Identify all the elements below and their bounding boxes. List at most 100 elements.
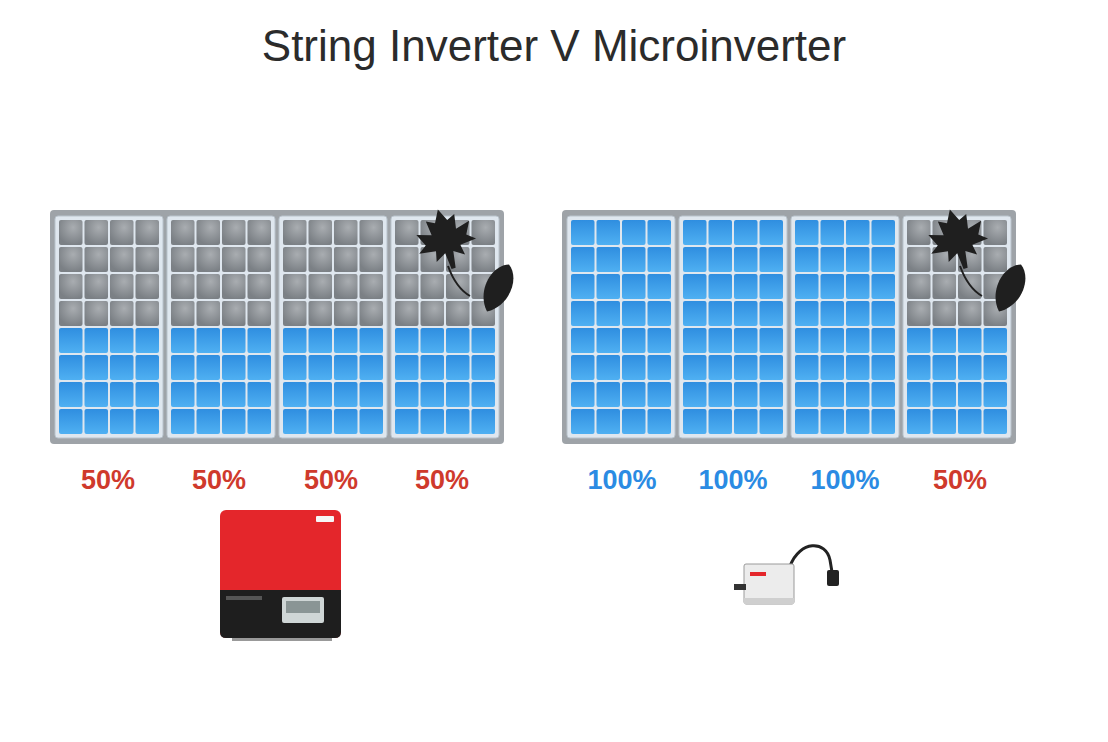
solar-cell [846,355,870,380]
solar-cell [683,355,707,380]
solar-cell [334,382,358,407]
solar-cell [907,220,931,245]
solar-cell [248,409,272,434]
solar-cell [984,328,1008,353]
solar-cell [395,301,419,326]
solar-cell [597,274,621,299]
solar-cell [59,328,83,353]
solar-cell [709,328,733,353]
solar-cell [907,355,931,380]
percentage-label: 100% [698,466,767,496]
solar-cell [821,328,845,353]
solar-cell [283,355,307,380]
solar-cell [795,355,819,380]
solar-cell [872,274,896,299]
solar-cell [907,301,931,326]
solar-cell [933,409,957,434]
solar-cell [197,409,221,434]
solar-cell [597,382,621,407]
solar-cell [872,355,896,380]
solar-cell [309,274,333,299]
solar-cell [421,355,445,380]
solar-cell [59,382,83,407]
leaves [921,202,1032,317]
solar-cell [395,247,419,272]
solar-cell [648,355,672,380]
solar-cell [421,301,445,326]
solar-cell [248,220,272,245]
solar-cell [872,247,896,272]
solar-cell [360,382,384,407]
solar-cell [446,328,470,353]
solar-cell [648,301,672,326]
solar-cell [136,382,160,407]
solar-cell [683,274,707,299]
solar-cell [846,382,870,407]
solar-cell [222,409,246,434]
solar-cell [984,382,1008,407]
percentage-label: 50% [933,466,987,496]
solar-cell [958,355,982,380]
solar-panel [567,216,675,438]
solar-cell [622,274,646,299]
solar-cell [760,382,784,407]
solar-cell [571,274,595,299]
solar-cell [760,220,784,245]
solar-cell [709,247,733,272]
solar-cell [446,301,470,326]
solar-cell [622,301,646,326]
leaf-stem [960,266,982,296]
solar-cell [597,328,621,353]
solar-cell [958,274,982,299]
solar-cell [136,274,160,299]
solar-cell [571,409,595,434]
maple-leaf [409,202,482,276]
solar-cell [622,382,646,407]
solar-cell [334,409,358,434]
solar-cell [136,220,160,245]
solar-cell [222,247,246,272]
solar-cell [110,301,134,326]
solar-cell [597,355,621,380]
solar-cell [622,220,646,245]
solar-cell [622,409,646,434]
solar-cell [85,301,109,326]
solar-cell [197,301,221,326]
solar-cell [248,382,272,407]
percentage-label: 100% [587,466,656,496]
solar-cell [984,247,1008,272]
solar-cell [309,355,333,380]
solar-cell [734,328,758,353]
leaves [409,202,520,317]
solar-cell [683,328,707,353]
solar-cell [571,355,595,380]
solar-cell [984,220,1008,245]
solar-cell [648,274,672,299]
solar-cell [395,274,419,299]
solar-cell [171,274,195,299]
solar-cell [248,247,272,272]
solar-cell [472,247,496,272]
solar-cell [222,301,246,326]
solar-cell [709,301,733,326]
solar-cell [760,301,784,326]
solar-cell [395,355,419,380]
microinverter [734,546,839,604]
solar-cell [734,355,758,380]
solar-cell [85,382,109,407]
solar-cell [222,274,246,299]
solar-cell [821,409,845,434]
solar-cell [59,247,83,272]
solar-cell [933,355,957,380]
solar-cell [171,220,195,245]
solar-cell [709,220,733,245]
solar-cell [59,409,83,434]
solar-cell [683,247,707,272]
solar-cell [197,382,221,407]
solar-cell [283,301,307,326]
solar-cell [734,247,758,272]
solar-cell [933,274,957,299]
solar-cell [933,382,957,407]
solar-cell [683,301,707,326]
percentage-label: 50% [81,466,135,496]
